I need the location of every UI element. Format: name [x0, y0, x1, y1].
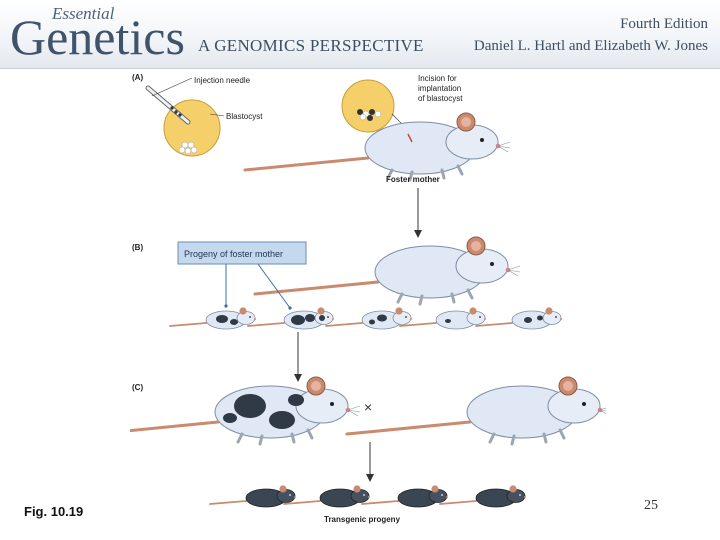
- progeny-row: [169, 306, 563, 330]
- brand-prefix: Essential: [52, 4, 115, 23]
- panel-a-label: (A): [132, 73, 143, 82]
- brand-title: Genetics: [10, 9, 185, 65]
- injection-needle-icon: [145, 85, 191, 125]
- label-incision-line3: of blastocyst: [418, 94, 463, 103]
- brand-subtitle: A GENOMICS PERSPECTIVE: [198, 36, 424, 55]
- progeny-pup-3: [325, 306, 413, 330]
- panel-b-label: (B): [132, 243, 143, 252]
- pointer-2: [257, 263, 291, 309]
- implant-blastocyst-icon: [341, 79, 395, 133]
- progeny-pup-1: [169, 306, 257, 330]
- figure-diagram: (A) Injection needle Blastocyst: [130, 73, 606, 524]
- progeny-pup-2: [247, 306, 335, 330]
- label-incision-line1: Incision for: [418, 74, 457, 83]
- label-incision-line2: implantation: [418, 84, 461, 93]
- inner-cell-mass-icon: [178, 141, 198, 155]
- edition: Fourth Edition: [620, 16, 708, 32]
- transgenic-pup-2: [283, 484, 371, 508]
- authors: Daniel L. Hartl and Elizabeth W. Jones: [473, 38, 708, 54]
- chimeric-mouse: [130, 375, 362, 446]
- panel-c-label: (C): [132, 383, 143, 392]
- transgenic-progeny-row: [209, 484, 527, 508]
- figure-panel: (A) Injection needle Blastocyst: [130, 70, 606, 525]
- figure-caption: Fig. 10.19: [24, 504, 84, 519]
- transgenic-pup-4: [439, 484, 527, 508]
- cross-symbol: ×: [364, 399, 372, 415]
- label-transgenic-progeny: Transgenic progeny: [324, 515, 401, 524]
- label-progeny-foster: Progeny of foster mother: [184, 249, 283, 259]
- progeny-pup-4: [399, 306, 487, 330]
- label-injection-needle: Injection needle: [194, 76, 251, 85]
- transgenic-pup-1: [209, 484, 297, 508]
- implant-cells-icon: [357, 109, 382, 121]
- label-foster-mother: Foster mother: [386, 175, 440, 184]
- header-banner: Essential Genetics A GENOMICS PERSPECTIV…: [0, 0, 720, 69]
- progeny-pup-5: [475, 306, 563, 330]
- transgenic-pup-3: [361, 484, 449, 508]
- progeny-label-box: [177, 241, 307, 265]
- slide-number: 25: [644, 498, 658, 513]
- wild-type-mouse: [345, 375, 606, 446]
- label-blastocyst: Blastocyst: [226, 112, 263, 121]
